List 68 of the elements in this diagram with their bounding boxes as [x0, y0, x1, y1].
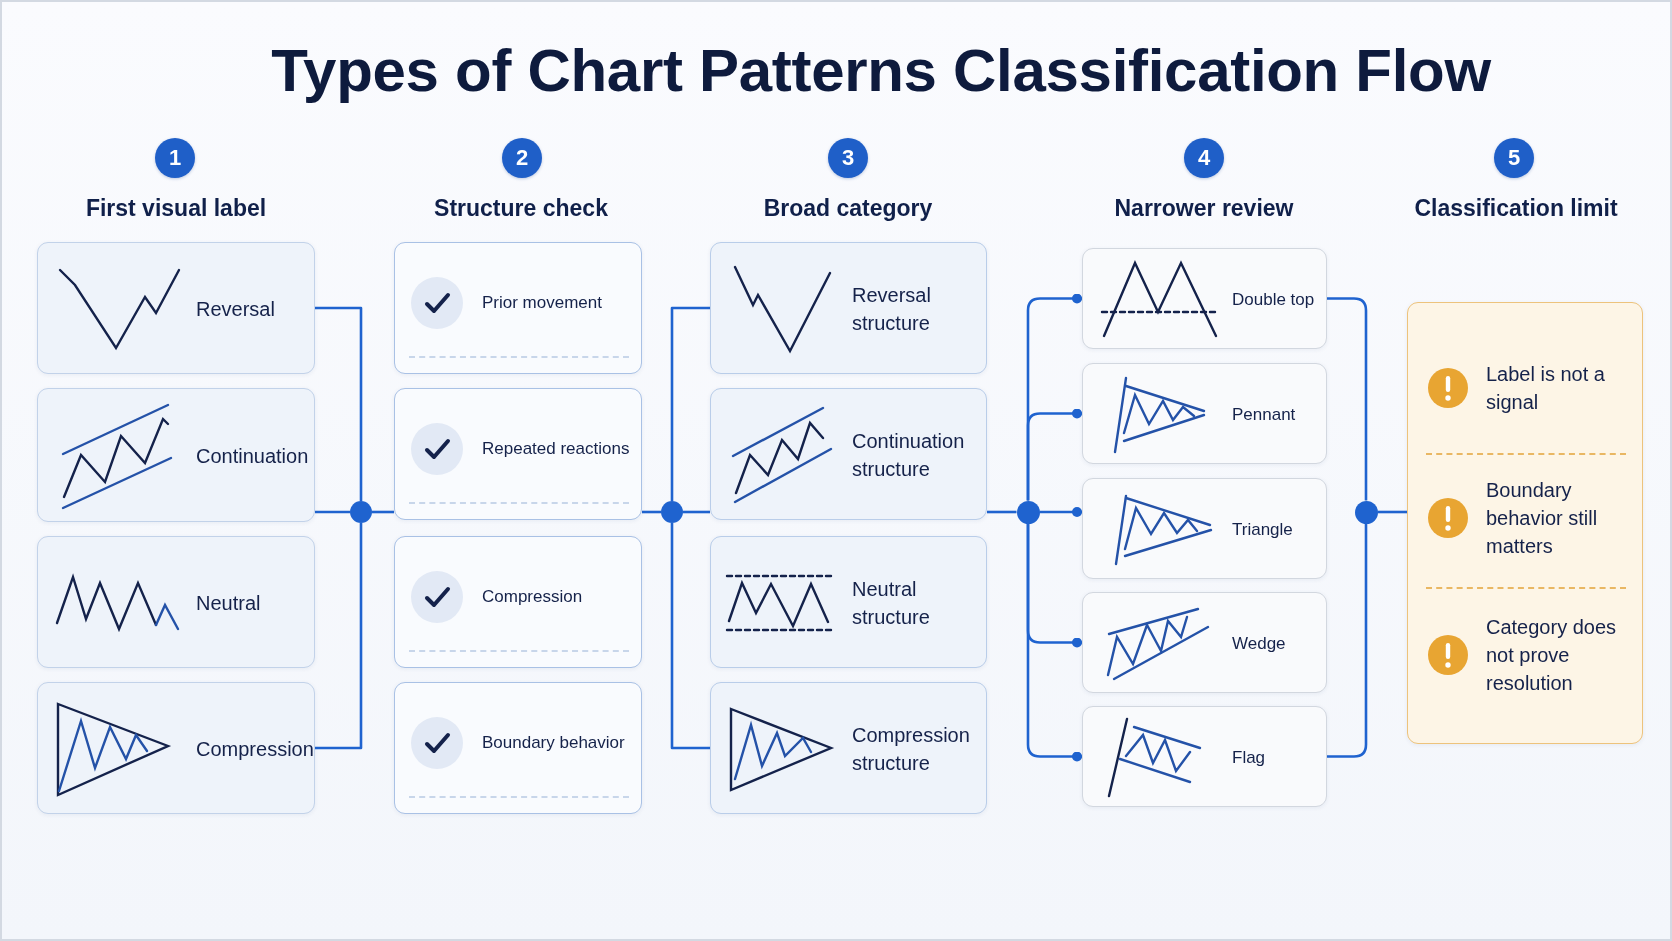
pattern-card	[37, 682, 315, 814]
step-number: 5	[1494, 138, 1534, 178]
step-number: 2	[502, 138, 542, 178]
pattern-label: Wedge	[1232, 632, 1286, 655]
junction-dot	[350, 501, 372, 523]
pattern-label: Neutral	[196, 591, 261, 616]
connector-line	[1039, 507, 1082, 517]
column-heading: Classification limit	[1414, 195, 1618, 223]
pattern-card	[1082, 248, 1327, 349]
column-heading: Structure check	[434, 195, 608, 223]
warning-text: Category does not prove resolution	[1486, 615, 1618, 696]
warning-card	[1407, 302, 1643, 744]
column-heading: Broad category	[763, 195, 933, 223]
connector-line	[1026, 408, 1082, 501]
diagram-title: Types of Chart Patterns Classification Flow	[271, 36, 1491, 106]
connector-line	[1327, 297, 1368, 501]
junction-dot	[1016, 500, 1040, 524]
connector-line	[670, 306, 710, 501]
checklist-label: Boundary behavior	[482, 732, 625, 755]
category-label: Continuation structure	[852, 429, 966, 482]
checklist-card	[394, 682, 642, 814]
category-card	[710, 536, 987, 668]
connector-line	[315, 510, 350, 514]
pattern-card	[1082, 592, 1327, 693]
connector-line	[1026, 523, 1082, 762]
warning-text: Boundary behavior still matters	[1486, 478, 1599, 559]
step-number: 3	[828, 138, 868, 178]
connector-line	[1377, 510, 1407, 514]
pattern-label: Reversal	[196, 297, 275, 322]
step-number: 4	[1184, 138, 1224, 178]
category-card	[710, 388, 987, 520]
pattern-card	[37, 242, 315, 374]
category-label: Neutral structure	[852, 577, 931, 630]
column-heading: First visual label	[85, 195, 267, 223]
connector-line	[372, 510, 394, 514]
junction-dot	[1354, 500, 1378, 524]
connector-line	[642, 510, 661, 514]
connector-line	[315, 523, 363, 750]
pattern-card	[37, 536, 315, 668]
connector-line	[683, 510, 710, 514]
checklist-label: Prior movement	[482, 292, 602, 315]
category-card	[710, 242, 987, 374]
pattern-card	[1082, 706, 1327, 807]
pattern-label: Pennant	[1232, 403, 1296, 426]
connector-line	[1327, 523, 1368, 758]
pattern-card	[1082, 363, 1327, 464]
pattern-label: Flag	[1232, 746, 1266, 769]
pattern-label: Continuation	[196, 444, 309, 469]
category-label: Reversal structure	[852, 283, 932, 336]
checklist-label: Repeated reactions	[482, 438, 630, 461]
junction-dot	[661, 501, 683, 523]
pattern-label: Double top	[1232, 288, 1315, 311]
pattern-card	[1082, 478, 1327, 579]
step-number: 1	[155, 138, 195, 178]
checklist-card	[394, 388, 642, 520]
checklist-label: Compression	[482, 586, 583, 609]
connector-line	[987, 510, 1017, 514]
pattern-card	[37, 388, 315, 522]
checklist-card	[394, 242, 642, 374]
warning-text: Label is not a signal	[1486, 362, 1606, 415]
category-label: Compression structure	[852, 723, 971, 776]
pattern-label: Triangle	[1232, 518, 1293, 541]
category-card	[710, 682, 987, 814]
checklist-card	[394, 536, 642, 668]
connector-line	[670, 523, 710, 750]
pattern-label: Compression	[196, 737, 312, 762]
connector-line	[315, 306, 363, 501]
column-heading: Narrower review	[1114, 195, 1294, 223]
